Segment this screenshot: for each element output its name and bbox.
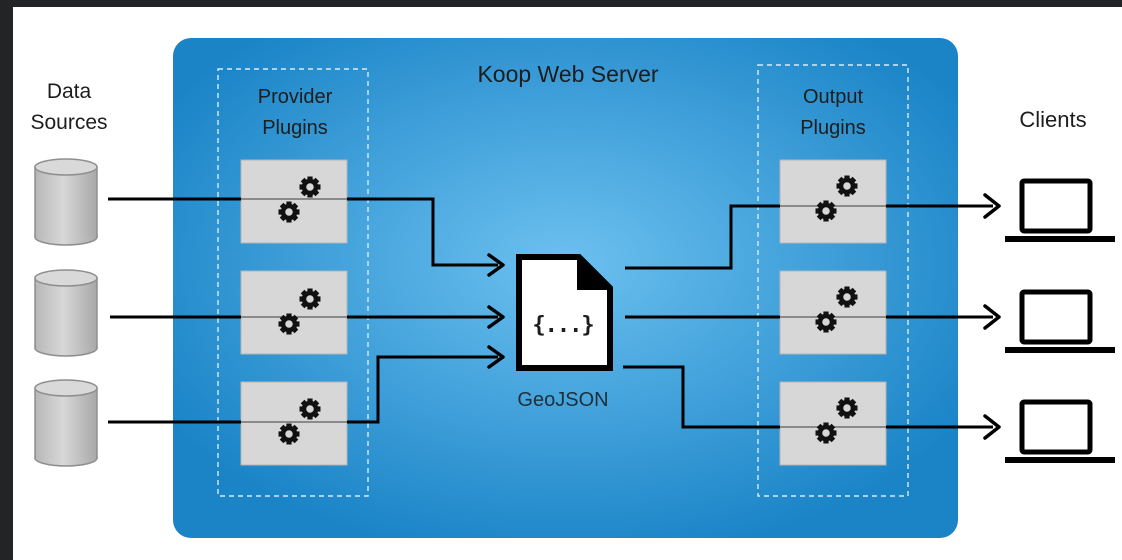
document-icon xyxy=(516,254,613,371)
provider-plugins-label: Provider Plugins xyxy=(257,86,333,139)
output-plugin-box xyxy=(779,381,887,466)
flow-lines xyxy=(108,197,993,429)
koop-architecture-diagram xyxy=(34,38,1115,538)
output-plugin-box xyxy=(779,159,887,244)
arrow-icon xyxy=(983,193,1001,219)
diagram-canvas: Data Sources Koop Web Server Provider Pl… xyxy=(13,7,1122,560)
database-icon xyxy=(34,158,98,246)
output-plugin-box xyxy=(779,270,887,355)
output-plugins-label: Output Plugins xyxy=(800,86,866,139)
geojson-label: GeoJSON xyxy=(517,389,609,411)
provider-plugin-box xyxy=(240,159,348,244)
data-sources-label: Data Sources xyxy=(30,80,108,134)
provider-plugin-box xyxy=(240,381,348,466)
arrow-icon xyxy=(983,304,1001,330)
database-icon xyxy=(34,379,98,467)
provider-plugins-group xyxy=(217,68,369,497)
output-plugins-group xyxy=(757,64,909,497)
provider-plugin-box xyxy=(240,270,348,355)
laptop-icon xyxy=(1005,289,1115,353)
document-glyph: {...} xyxy=(532,313,594,338)
arrow-icon xyxy=(487,345,505,369)
laptop-icon xyxy=(1005,178,1115,242)
arrow-icon xyxy=(983,414,1001,440)
laptop-icon xyxy=(1005,399,1115,463)
clients-label: Clients xyxy=(1019,107,1087,132)
server-title: Koop Web Server xyxy=(477,61,659,87)
arrow-icon xyxy=(487,253,505,277)
database-icon xyxy=(34,269,98,357)
arrow-icon xyxy=(487,305,505,329)
